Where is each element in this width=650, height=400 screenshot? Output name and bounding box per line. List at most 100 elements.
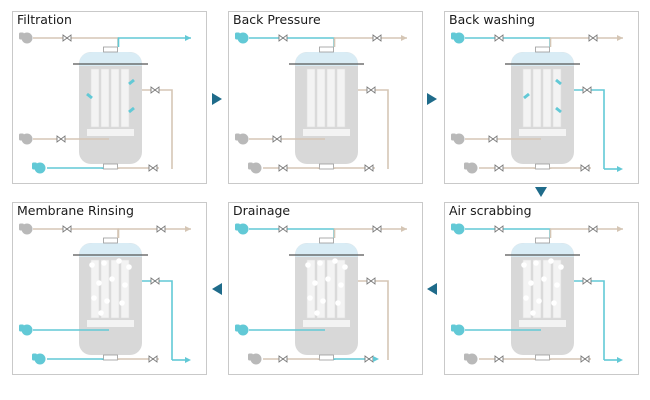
flow-arrow-right-icon — [427, 93, 437, 105]
flow-arrow-left-icon — [212, 283, 222, 295]
outlet-arrow-icon — [185, 35, 191, 41]
valve-icon — [372, 34, 382, 42]
pump-mid-icon — [21, 133, 33, 145]
air-bubble — [332, 258, 338, 264]
pump-bottom-icon — [466, 162, 478, 174]
air-bubble — [521, 262, 527, 268]
outlet-arrow-icon — [617, 226, 623, 232]
air-bubble — [91, 295, 97, 301]
feed-pipe-top — [249, 228, 335, 238]
valve-icon — [278, 34, 288, 42]
air-bubble — [335, 300, 341, 306]
valve-icon — [56, 135, 66, 143]
membrane-base — [519, 320, 566, 327]
panel-schematic — [19, 223, 191, 365]
pump-top-icon-base — [235, 32, 240, 40]
valve-icon — [372, 225, 382, 233]
panel-schematic — [235, 32, 407, 174]
air-bubble — [317, 260, 323, 266]
side-outlet-pipe — [358, 89, 389, 169]
membrane-module — [522, 259, 532, 319]
outlet-pipe-top — [333, 228, 407, 238]
feed-pipe-bottom — [263, 167, 320, 169]
valve-icon — [494, 225, 504, 233]
outlet-pipe-top — [117, 228, 191, 238]
air-bubble — [528, 280, 534, 286]
top-flange — [535, 237, 550, 244]
valve-icon — [148, 355, 158, 363]
panel-title: Back washing — [449, 12, 535, 27]
valve-icon — [588, 225, 598, 233]
feed-pipe-top — [249, 37, 335, 47]
feed-pipe-bottom — [47, 358, 104, 360]
pump-mid-icon — [453, 324, 465, 336]
bottom-flange — [319, 163, 334, 170]
pump-mid-icon-base — [451, 133, 456, 141]
feed-pipe-top — [465, 37, 551, 47]
bottom-outlet-pipe — [333, 358, 375, 360]
bottom-outlet-pipe — [549, 358, 591, 360]
internal-flow-icon — [555, 106, 562, 114]
flow-arrow-down-icon — [535, 187, 547, 197]
panel-title: Membrane Rinsing — [17, 203, 134, 218]
valve-icon — [62, 225, 72, 233]
air-bubble — [541, 276, 547, 282]
outlet-pipe-top — [549, 228, 623, 238]
membrane-module — [120, 259, 130, 319]
pump-bottom-icon-base — [248, 353, 253, 361]
top-flange — [103, 46, 118, 53]
membrane-module — [552, 68, 562, 128]
bottom-flange — [535, 354, 550, 361]
air-bubble — [533, 260, 539, 266]
valve-icon — [278, 164, 288, 172]
air-bubble — [98, 310, 104, 316]
air-bubble — [104, 298, 110, 304]
pump-mid-icon-base — [19, 133, 24, 141]
feed-pipe-bottom — [479, 167, 536, 169]
valve-icon — [494, 34, 504, 42]
feed-pipe-top — [33, 228, 119, 238]
tank-body — [511, 52, 574, 164]
side-outlet-pipe — [358, 280, 389, 360]
tank-body — [79, 243, 142, 355]
outlet-arrow-icon — [185, 357, 191, 363]
tank-body — [295, 243, 358, 355]
pump-top-icon — [21, 223, 33, 235]
pump-top-icon — [453, 32, 465, 44]
membrane-module — [90, 259, 100, 319]
pump-bottom-icon-base — [248, 162, 253, 170]
valve-icon — [580, 355, 590, 363]
pump-top-icon-base — [451, 32, 456, 40]
valve-icon — [150, 86, 160, 94]
feed-pipe-top — [33, 37, 119, 47]
membrane-module — [336, 68, 346, 128]
panel-filtration: Filtration — [12, 11, 207, 184]
panel-membrane-rinsing: Membrane Rinsing — [12, 202, 207, 375]
bottom-outlet-pipe — [117, 167, 159, 169]
air-bubble — [312, 280, 318, 286]
membrane-module — [316, 259, 326, 319]
tank-dome — [295, 243, 358, 257]
air-bubble — [342, 264, 348, 270]
internal-flow-icon — [86, 92, 93, 100]
internal-flow-icon — [555, 78, 562, 86]
bottom-flange — [319, 354, 334, 361]
pump-bottom-icon-base — [464, 162, 469, 170]
pump-top-icon-base — [19, 32, 24, 40]
air-bubble — [558, 264, 564, 270]
air-bubble — [548, 258, 554, 264]
pump-top-icon-base — [451, 223, 456, 231]
membrane-module — [336, 259, 346, 319]
panel-drainage: Drainage — [228, 202, 423, 375]
pump-bottom-icon-base — [32, 162, 37, 170]
panel-back-pressure: Back Pressure — [228, 11, 423, 184]
panel-title: Back Pressure — [233, 12, 321, 27]
membrane-module — [532, 68, 542, 128]
air-bubble — [119, 300, 125, 306]
membrane-module — [306, 68, 316, 128]
pump-mid-icon-base — [235, 324, 240, 332]
top-flange — [103, 237, 118, 244]
top-flange — [319, 237, 334, 244]
air-bubble — [551, 300, 557, 306]
valve-icon — [62, 34, 72, 42]
